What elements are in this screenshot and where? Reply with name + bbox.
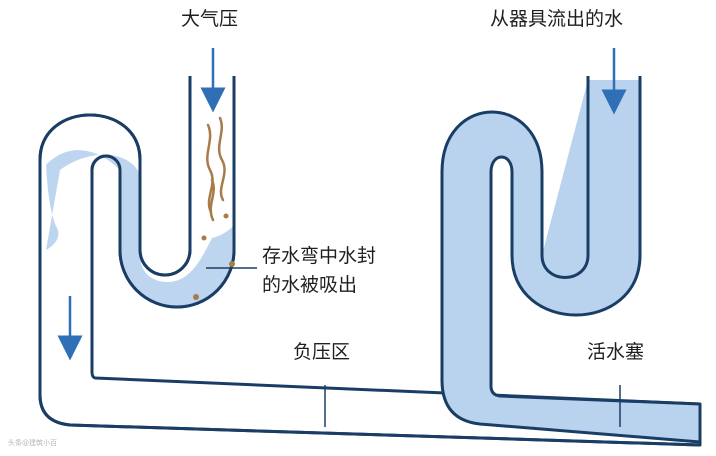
right-pipe-inner-wall: [440, 76, 701, 444]
debris-dot: [201, 235, 207, 241]
left-trap-outer-arc-wall: [38, 76, 701, 447]
debris-dot: [229, 261, 235, 267]
right-pipe-water-fill: [442, 80, 700, 442]
watermark: 头条@建筑小百: [8, 439, 57, 447]
trap-seal-label-line2: 的水被吸出: [262, 274, 358, 296]
right-pipe-outer-wall: [489, 76, 701, 406]
water-plug-label: 活水塞: [587, 341, 645, 363]
atmospheric-pressure-label: 大气压: [181, 8, 239, 30]
left-pipe-system: [38, 76, 702, 447]
negative-pressure-zone-label: 负压区: [293, 341, 351, 363]
debris-dot: [193, 294, 199, 300]
debris-particles: [193, 116, 235, 300]
water-from-fixture-label: 从器具流出的水: [490, 8, 624, 30]
left-trap-inner-wall: [90, 76, 236, 372]
trap-seal-label-line1: 存水弯中水封: [262, 245, 377, 267]
debris-dot: [223, 213, 229, 219]
right-pipe-system: [440, 76, 702, 444]
